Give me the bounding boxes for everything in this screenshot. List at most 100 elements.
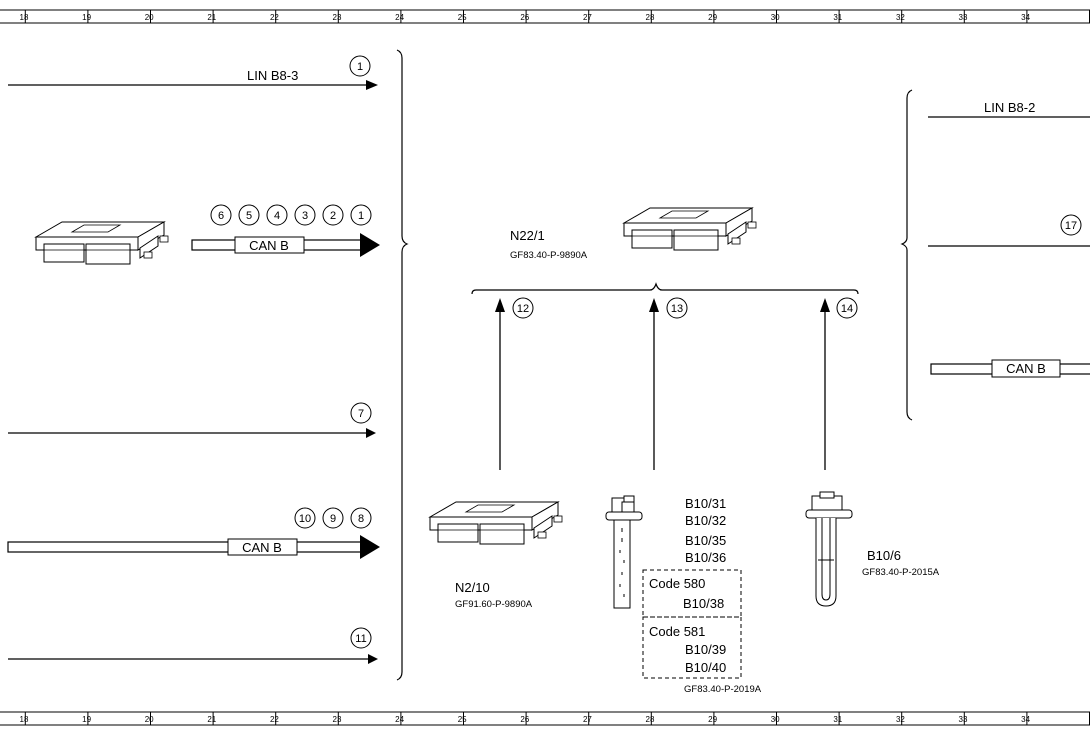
ruler-label: 18 xyxy=(20,13,29,22)
callout-1: 1 xyxy=(357,61,363,73)
callout-13: 13 xyxy=(671,303,683,315)
ruler-label: 33 xyxy=(959,715,968,724)
ruler-label: 27 xyxy=(583,13,592,22)
bracket-icon xyxy=(471,282,859,295)
b10-6-ref: GF83.40-P-2015A xyxy=(862,567,940,578)
callout-circle xyxy=(322,204,344,226)
can-b-label-box-right xyxy=(991,359,1061,378)
can-b-arrow-icon-2 xyxy=(360,535,380,559)
ruler-label: 29 xyxy=(708,13,717,22)
code-581-item-2: B10/40 xyxy=(685,660,726,675)
ruler-label: 34 xyxy=(1021,13,1030,22)
control-unit-icon xyxy=(623,207,757,251)
ruler-label: 18 xyxy=(20,715,29,724)
callout-circle xyxy=(349,55,371,77)
ruler-label: 25 xyxy=(458,715,467,724)
callout-circle xyxy=(1060,214,1082,236)
ruler-label: 31 xyxy=(833,13,842,22)
n2-name: N2/10 xyxy=(455,580,490,595)
can-b-arrow-icon xyxy=(360,233,380,257)
callout-5: 5 xyxy=(246,210,252,222)
brace-icon xyxy=(396,49,409,681)
callout-circle xyxy=(350,507,372,529)
lin-b8-2-label: LIN B8-2 xyxy=(984,100,1035,115)
callout-6: 6 xyxy=(218,210,224,222)
can-b-label-box xyxy=(234,236,305,254)
b10-6-sensor-icon xyxy=(805,491,853,607)
right-section: LIN B8-2 17 CAN B xyxy=(928,100,1090,378)
callout-2: 2 xyxy=(330,210,336,222)
ruler-label: 27 xyxy=(583,715,592,724)
code-580-box xyxy=(642,569,742,618)
sensor-label-1: B10/31 xyxy=(685,496,726,511)
control-unit-icon xyxy=(35,221,169,265)
ruler-label: 32 xyxy=(896,13,905,22)
arrow-14-head-icon xyxy=(820,298,830,312)
callout-circle xyxy=(350,402,372,424)
sensor-label-3: B10/35 xyxy=(685,533,726,548)
callout-12: 12 xyxy=(517,303,529,315)
callout-4: 4 xyxy=(274,210,280,222)
ruler-label: 19 xyxy=(82,13,91,22)
sensor-ref: GF83.40-P-2019A xyxy=(684,684,762,695)
callout-circle xyxy=(512,297,534,319)
callout-7: 7 xyxy=(358,408,364,420)
ruler-label: 28 xyxy=(646,715,655,724)
code-580-item: B10/38 xyxy=(683,596,724,611)
line-7-arrow-icon xyxy=(366,428,376,438)
code-581-box xyxy=(642,616,742,679)
brace-icon-right xyxy=(900,89,913,421)
callout-circle xyxy=(238,204,260,226)
can-b-label-box-2 xyxy=(227,538,298,556)
sensor-label-4: B10/36 xyxy=(685,550,726,565)
ruler-label: 34 xyxy=(1021,715,1030,724)
ruler-label: 26 xyxy=(520,715,529,724)
callout-circle xyxy=(294,507,316,529)
callout-8: 8 xyxy=(358,513,364,525)
can-b-label-2: CAN B xyxy=(242,540,282,555)
can-b-label-right: CAN B xyxy=(1006,361,1046,376)
callout-14: 14 xyxy=(841,303,853,315)
callout-17: 17 xyxy=(1065,220,1077,232)
control-unit-icon xyxy=(429,501,563,545)
arrow-12-head-icon xyxy=(495,298,505,312)
ruler-label: 22 xyxy=(270,715,279,724)
ruler-label: 23 xyxy=(333,13,342,22)
ruler-label: 19 xyxy=(82,715,91,724)
code-581-item-1: B10/39 xyxy=(685,642,726,657)
ruler-label: 30 xyxy=(771,13,780,22)
callout-circle xyxy=(210,204,232,226)
callout-9: 9 xyxy=(330,513,336,525)
ruler-label: 26 xyxy=(520,13,529,22)
ruler-label: 30 xyxy=(771,715,780,724)
callout-circle xyxy=(836,297,858,319)
callout-circle xyxy=(350,627,372,649)
ruler-label: 32 xyxy=(896,715,905,724)
ruler-label: 21 xyxy=(207,715,216,724)
ruler-label: 23 xyxy=(333,715,342,724)
ruler-label: 20 xyxy=(145,13,154,22)
ruler-label: 21 xyxy=(207,13,216,22)
ruler-label: 28 xyxy=(646,13,655,22)
callout-circle xyxy=(294,204,316,226)
lin-b8-3-label: LIN B8-3 xyxy=(247,68,298,83)
code-580-title: Code 580 xyxy=(649,576,705,591)
ruler-label: 24 xyxy=(395,13,404,22)
callout-11: 11 xyxy=(355,633,366,645)
line-11-arrow-icon xyxy=(368,654,378,664)
callout-circle xyxy=(322,507,344,529)
ruler-label: 31 xyxy=(833,715,842,724)
n22-name: N22/1 xyxy=(510,228,545,243)
sensor-label-2: B10/32 xyxy=(685,513,726,528)
callout-circle xyxy=(666,297,688,319)
callout-circle xyxy=(350,204,372,226)
ruler-label: 33 xyxy=(959,13,968,22)
ruler-label: 24 xyxy=(395,715,404,724)
ruler-label: 29 xyxy=(708,715,717,724)
callout-10: 10 xyxy=(299,513,311,525)
b10-6-name: B10/6 xyxy=(867,548,901,563)
